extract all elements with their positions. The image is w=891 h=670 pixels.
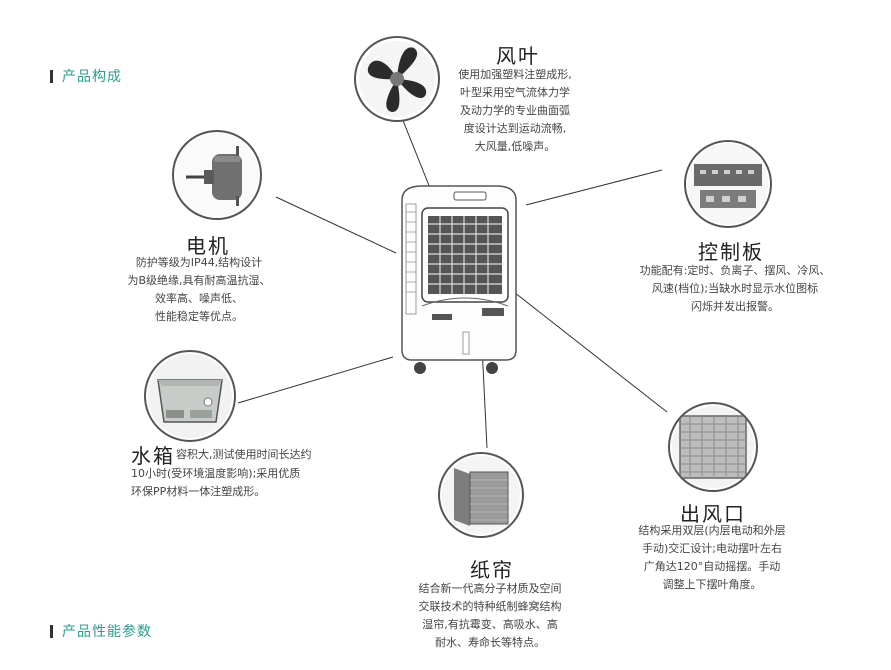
control-board-icon (684, 140, 772, 228)
control-desc-line: 闪烁并发出报警。 (691, 300, 779, 313)
outlet-desc-line: 结构采用双层(内层电动和外层 (638, 524, 786, 537)
control-desc-line: 风速(档位);当缺水时显示水位图标 (651, 282, 819, 295)
connector-motor (275, 196, 397, 254)
section-heading-composition: 产品构成 (50, 66, 122, 86)
cooling-pad-title: 纸帘 (470, 558, 514, 582)
outlet-desc-line: 广角达120°自动摇摆。手动 (643, 560, 781, 573)
water-tank-icon (144, 350, 236, 442)
air-cooler-icon (401, 185, 517, 374)
pad-desc-line: 交联技术的特种纸制蜂窝结构 (418, 600, 562, 613)
fan-blade-icon (354, 36, 440, 122)
motor-desc-line: 效率高、噪声低、 (155, 292, 243, 305)
outlet-desc-line: 手动)交汇设计;电动摆叶左右 (642, 542, 782, 555)
water-tank-description: 10小时(受环境温度影响);采用优质 环保PP材料一体注塑成形。 (131, 465, 300, 501)
fan-desc-line: 叶型采用空气流体力学 (460, 86, 570, 99)
heading-bar (50, 69, 53, 83)
heading-text: 产品性能参数 (62, 624, 152, 640)
pad-desc-line: 湿帘,有抗霉变、高吸水、高 (422, 618, 558, 631)
section-heading-performance: 产品性能参数 (50, 621, 152, 641)
air-outlet-icon (668, 402, 758, 492)
heading-text: 产品构成 (62, 69, 122, 85)
heading-bar (50, 624, 53, 638)
air-outlet-title: 出风口 (680, 502, 746, 526)
connector-control (525, 169, 663, 206)
cooling-pad-description: 结合新一代高分子材质及空间 交联技术的特种纸制蜂窝结构 湿帘,有抗霉变、高吸水、… (402, 580, 578, 652)
fan-desc-line: 使用加强塑料注塑成形, (458, 68, 572, 81)
control-board-title: 控制板 (698, 240, 764, 264)
air-outlet-description: 结构采用双层(内层电动和外层 手动)交汇设计;电动摆叶左右 广角达120°自动摇… (614, 522, 810, 594)
control-desc-line: 功能配有:定时、负离子、摆风、冷风、 (639, 264, 831, 277)
connector-tank (237, 356, 394, 404)
fan-desc-line: 度设计达到运动流畅, (463, 122, 567, 135)
water-tank-desc-first: 容积大,测试使用时间长达约 (176, 448, 312, 461)
motor-desc-line: 为B级绝缘,具有耐高温抗湿、 (127, 274, 271, 287)
water-tank-title: 水箱 (131, 444, 175, 468)
tank-desc-line: 10小时(受环境温度影响);采用优质 (131, 467, 301, 480)
control-board-description: 功能配有:定时、负离子、摆风、冷风、 风速(档位);当缺水时显示水位图标 闪烁并… (622, 262, 848, 316)
pad-desc-line: 耐水、寿命长等特点。 (435, 636, 545, 649)
motor-desc-line: 性能稳定等优点。 (155, 310, 243, 323)
fan-description: 使用加强塑料注塑成形, 叶型采用空气流体力学 及动力学的专业曲面弧 度设计达到运… (440, 66, 590, 156)
motor-description: 防护等级为IP44,结构设计 为B级绝缘,具有耐高温抗湿、 效率高、噪声低、 性… (108, 254, 290, 326)
cooling-pad-icon (438, 452, 524, 538)
tank-desc-line: 环保PP材料一体注塑成形。 (131, 485, 266, 498)
motor-icon (172, 130, 262, 220)
fan-desc-line: 及动力学的专业曲面弧 (460, 104, 570, 117)
motor-desc-line: 防护等级为IP44,结构设计 (135, 256, 263, 269)
connector-outlet (495, 277, 668, 413)
fan-title: 风叶 (496, 44, 540, 68)
fan-desc-line: 大风量,低噪声。 (474, 140, 556, 153)
pad-desc-line: 结合新一代高分子材质及空间 (418, 582, 562, 595)
outlet-desc-line: 调整上下摆叶角度。 (662, 578, 762, 591)
motor-title: 电机 (186, 234, 230, 258)
